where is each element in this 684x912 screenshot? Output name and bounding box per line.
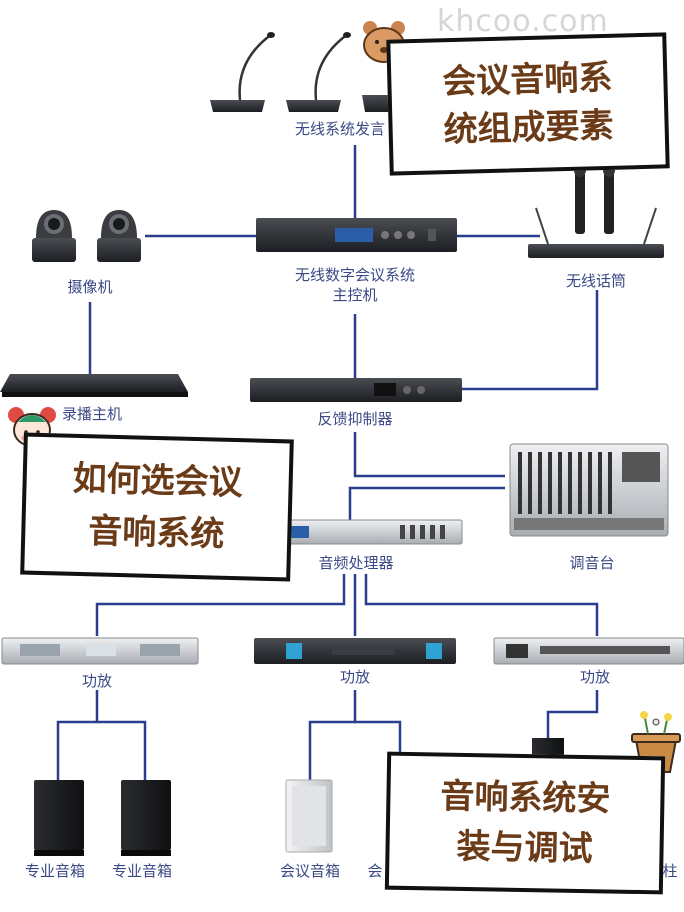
conference-mic-2 (286, 32, 351, 112)
label-pro-speaker-2: 专业音箱 (111, 862, 173, 880)
label-audio-processor: 音频处理器 (318, 554, 394, 572)
pro-speaker-2 (121, 780, 171, 856)
amplifier-left (1, 637, 199, 665)
line-amp-mid-spk1 (308, 690, 357, 780)
banner-install-debug: 音响系统安 装与调试 (384, 751, 666, 895)
label-right-speaker: 柱 (662, 862, 678, 880)
ptz-camera-2 (97, 210, 141, 262)
label-conf-speaker-1: 会议音箱 (279, 862, 341, 880)
main-control-unit (256, 218, 457, 252)
line-proc-to-amp-right (364, 574, 599, 636)
connection-lines (56, 145, 599, 780)
amplifier-mid (254, 638, 456, 664)
feedback-suppressor-unit (250, 378, 462, 402)
banner-mid-line1: 如何选会议 (72, 458, 244, 504)
label-amp-left: 功放 (81, 672, 113, 690)
wireless-receiver (528, 163, 664, 258)
mixing-console (509, 443, 669, 537)
line-feedback-to-mixer (353, 432, 505, 478)
banner-mid-line2: 音响系统 (87, 511, 225, 555)
line-amp-left-spk1 (56, 690, 99, 780)
banner-how-to-choose: 如何选会议 音响系统 (20, 432, 294, 582)
conference-speaker-1 (285, 779, 333, 853)
line-amp-left-spk2 (97, 720, 147, 780)
banner-top-line1: 会议音响系 (441, 57, 613, 103)
line-proc-to-amp-left (95, 574, 346, 636)
banner-bot-line2: 装与调试 (456, 826, 593, 870)
audio-processor-unit (277, 519, 463, 545)
line-feedback-to-handheld (462, 290, 599, 391)
banner-top-line2: 统组成要素 (443, 105, 615, 151)
watermark-text: khcoo.com (437, 4, 609, 39)
banner-system-elements: 会议音响系 统组成要素 (386, 32, 670, 176)
amplifier-right (493, 637, 684, 665)
label-amp-mid: 功放 (339, 668, 371, 686)
recording-host (0, 374, 188, 397)
line-amp-right-spk1 (546, 690, 599, 740)
label-camera: 摄像机 (67, 278, 113, 296)
line-amp-mid-spk2 (355, 720, 402, 760)
line-mixer-to-processor (348, 486, 505, 520)
label-pro-speaker-1: 专业音箱 (24, 862, 86, 880)
conference-mic-1 (210, 32, 275, 112)
label-main-unit-line1: 无线数字会议系统 (294, 266, 416, 284)
banner-bot-line1: 音响系统安 (440, 776, 611, 820)
ptz-camera-1 (32, 210, 76, 262)
label-recorder: 录播主机 (61, 405, 123, 423)
label-amp-right: 功放 (579, 668, 611, 686)
label-feedback-suppressor: 反馈抑制器 (317, 410, 393, 428)
label-mixer: 调音台 (569, 554, 615, 572)
label-wireless-handheld: 无线话筒 (565, 272, 627, 290)
label-conf-speaker-2: 会 (367, 862, 383, 880)
label-main-unit-line2: 主控机 (332, 286, 378, 304)
pro-speaker-1 (34, 780, 84, 856)
label-wireless-mic: 无线系统发言 (294, 120, 386, 138)
